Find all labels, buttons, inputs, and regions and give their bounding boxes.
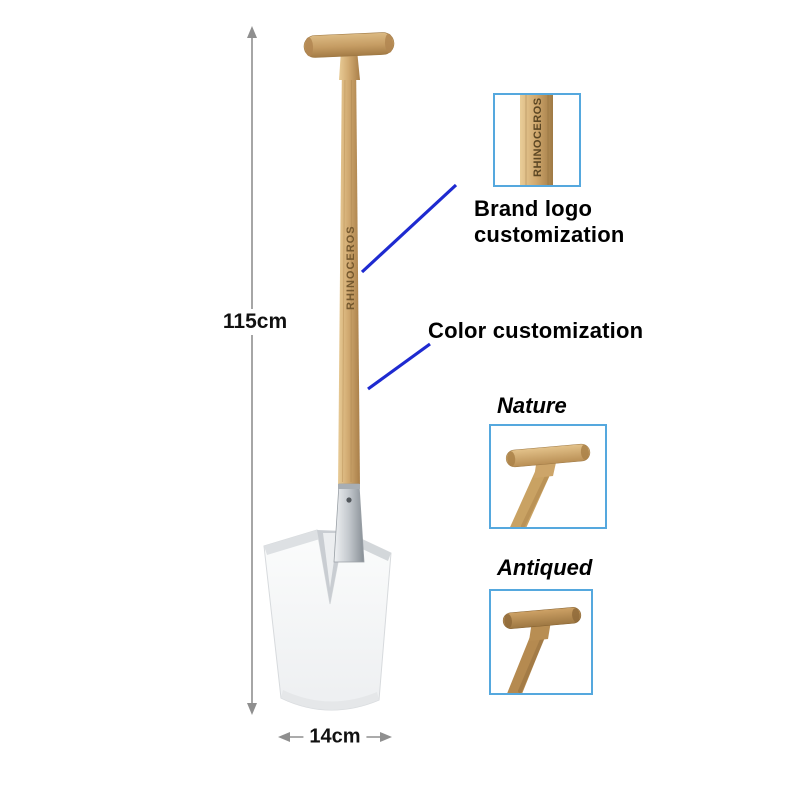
antiqued-handle-image — [502, 607, 582, 693]
spade-product-image: RHINOCEROS — [263, 32, 395, 711]
t-handle-end-right — [384, 33, 393, 53]
antiqued-t-handle — [502, 607, 582, 693]
brand-logo-caption: Brand logo customization — [474, 196, 625, 247]
nature-option-image — [489, 424, 607, 529]
nature-t-handle — [505, 443, 591, 527]
color-callout-line — [367, 342, 431, 391]
socket-rivet — [346, 497, 352, 503]
blade-center-crease-highlight — [323, 533, 338, 588]
blade-bottom-shading — [281, 690, 379, 711]
socket-collar — [338, 484, 360, 489]
color-caption: Color customization — [428, 318, 644, 343]
blade-footrest-left — [264, 530, 320, 555]
t-handle — [303, 32, 395, 58]
nature-handle-image — [505, 443, 591, 527]
shaft-wood-grain — [342, 63, 352, 483]
shaft-brand-text: RHINOCEROS — [345, 225, 357, 310]
brand-logo-zoom-image: RHINOCEROS — [520, 95, 553, 185]
nature-option-label: Nature — [497, 393, 567, 418]
brand-logo-inset: RHINOCEROS — [493, 93, 581, 187]
antiqued-option-image — [489, 589, 593, 695]
zoomed-brand-logo-text: RHINOCEROS — [532, 97, 544, 177]
brand-logo-callout-line — [360, 183, 458, 274]
zoomed-handle-wood — [520, 95, 553, 185]
height-dimension-arrow — [247, 26, 257, 715]
width-dimension-label: 14cm — [303, 724, 367, 750]
height-dimension-label: 115cm — [216, 309, 294, 335]
spade-shaft — [338, 56, 360, 488]
antiqued-option-label: Antiqued — [497, 555, 593, 580]
t-handle-neck — [339, 50, 360, 80]
t-handle-end-left — [305, 37, 314, 57]
